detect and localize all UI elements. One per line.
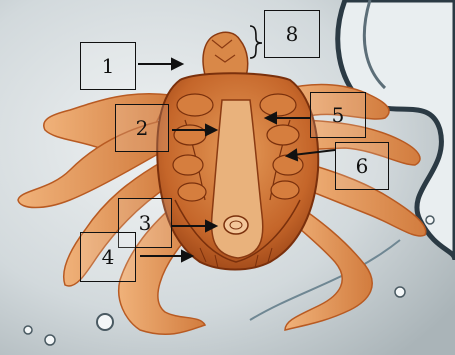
bubble bbox=[97, 314, 113, 330]
label-5: 5 bbox=[310, 92, 366, 138]
tick-body bbox=[157, 73, 318, 269]
label-1: 1 bbox=[80, 42, 136, 90]
label-2: 2 bbox=[115, 104, 169, 152]
bubble bbox=[426, 216, 434, 224]
label-4: 4 bbox=[80, 232, 136, 282]
bubble bbox=[395, 287, 405, 297]
bubble bbox=[24, 326, 32, 334]
label-8: 8 bbox=[264, 10, 320, 58]
bubble bbox=[45, 335, 55, 345]
label-6: 6 bbox=[335, 142, 389, 190]
